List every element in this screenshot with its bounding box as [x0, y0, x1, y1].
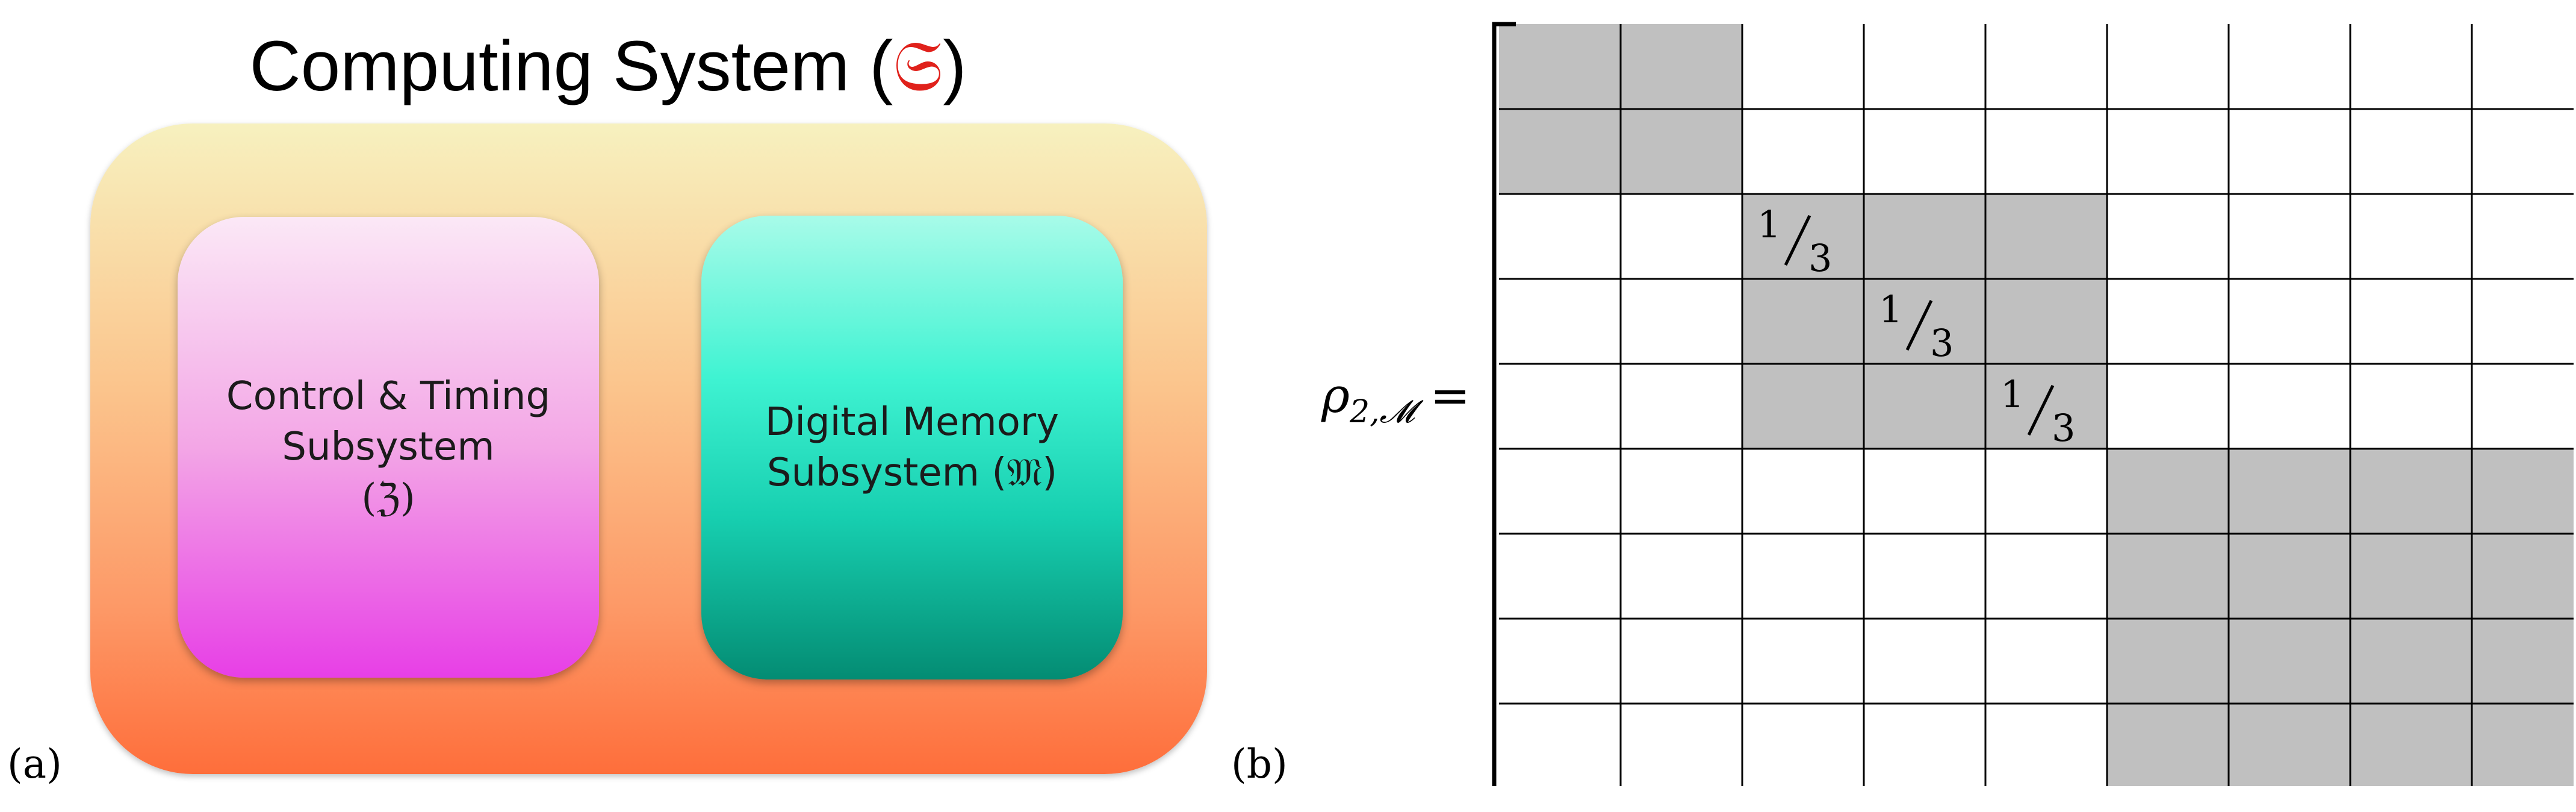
system-symbol: 𝔖 — [893, 24, 943, 107]
control-timing-subsystem-box: Control & Timing Subsystem (ℨ) — [178, 217, 599, 678]
shaded-block-3 — [2107, 449, 2574, 786]
shaded-block-2 — [1742, 194, 2107, 449]
left-bracket — [1492, 22, 1516, 786]
control-box-line2: Subsystem — [282, 425, 495, 470]
computing-system-title: Computing System (𝔖) — [249, 24, 967, 107]
panel-label-b: (b) — [1231, 741, 1288, 787]
memory-box-line2: Subsystem (𝔐) — [766, 451, 1058, 495]
entry-denominator-2: 3 — [1930, 321, 1954, 365]
entry-denominator-3: 3 — [2052, 406, 2075, 450]
control-box-symbol: (ℨ) — [361, 475, 415, 520]
entry-numerator-2: 1 — [1879, 287, 1902, 331]
density-matrix-label: ρ2,𝓜 = — [1321, 367, 1470, 431]
digital-memory-subsystem-box: Digital Memory Subsystem (𝔐) — [701, 216, 1123, 679]
rho-subscript: 2,𝓜 — [1350, 394, 1415, 430]
entry-fraction-slash-3 — [2027, 384, 2055, 436]
entry-numerator-1: 1 — [1757, 202, 1781, 246]
memory-box-line1: Digital Memory — [765, 399, 1060, 445]
equals-sign: = — [1430, 367, 1471, 423]
rho-symbol: ρ — [1321, 367, 1350, 423]
entry-fraction-slash-2 — [1905, 299, 1933, 351]
entry-fraction-slash-1 — [1784, 214, 1811, 266]
entry-numerator-3: 1 — [2000, 372, 2024, 416]
control-box-line1: Control & Timing — [226, 373, 551, 419]
entry-denominator-1: 3 — [1808, 236, 1832, 280]
panel-label-a: (a) — [7, 741, 62, 787]
